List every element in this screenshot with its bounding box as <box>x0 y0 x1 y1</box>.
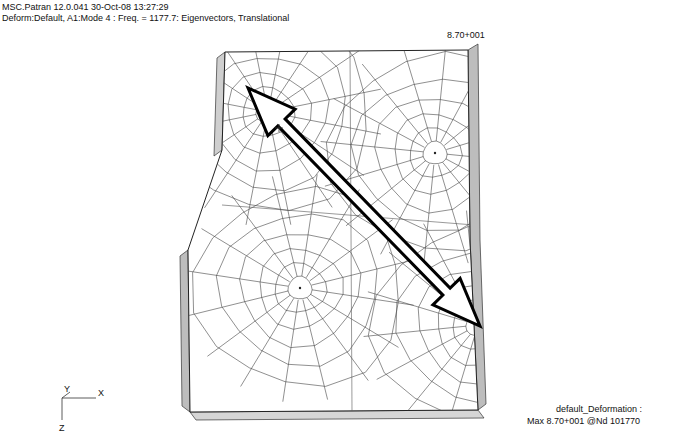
mesh-ring <box>275 263 327 313</box>
fe-mesh <box>155 0 592 436</box>
mesh-spoke <box>188 291 288 316</box>
mesh-line <box>350 50 352 412</box>
mesh-spoke <box>272 176 297 276</box>
mesh-spoke <box>362 64 427 144</box>
mode-arrow <box>248 88 480 326</box>
axis-line <box>62 398 63 420</box>
mesh-spoke <box>246 124 266 225</box>
mesh-center <box>299 287 301 289</box>
mesh-spoke <box>490 329 589 359</box>
mesh-ring <box>375 100 496 214</box>
axis-label: Z <box>59 423 65 434</box>
mesh-spoke <box>172 49 258 106</box>
mesh-ring <box>351 79 512 230</box>
double-arrow <box>248 88 480 326</box>
mesh-spoke <box>377 331 468 380</box>
mesh-ring <box>423 141 447 164</box>
mesh-spoke <box>202 229 290 282</box>
mesh-spoke <box>487 333 567 398</box>
mesh-ring <box>326 51 533 250</box>
axis-line <box>62 398 96 399</box>
mesh-spoke <box>207 295 290 356</box>
mesh-spoke <box>241 298 294 386</box>
mesh-center <box>434 152 436 154</box>
mesh-spoke <box>402 43 432 142</box>
mesh-spoke <box>278 48 363 106</box>
legend-text: default_Deformation : <box>556 404 642 415</box>
mesh-spoke <box>436 39 446 142</box>
mesh-spoke <box>489 271 580 320</box>
axis-label: Y <box>64 384 70 395</box>
mesh-spoke <box>443 162 508 242</box>
mesh-spoke <box>444 80 524 145</box>
plate-outline <box>188 50 478 412</box>
mesh-spoke <box>275 16 332 102</box>
mesh-spoke <box>307 298 368 381</box>
mesh-ring <box>395 114 479 195</box>
mesh-ring <box>368 225 575 423</box>
mesh-spoke <box>445 337 475 436</box>
mesh-ring <box>260 249 343 330</box>
mesh-spoke <box>302 174 317 276</box>
mesh-spoke <box>490 314 593 324</box>
mesh-spoke <box>484 336 533 427</box>
mesh-ring <box>396 252 555 405</box>
header-text: Deform:Default, A1:Mode 4 : Freq. = 1177… <box>2 13 289 24</box>
mesh-spoke <box>447 120 546 150</box>
mesh-spoke <box>173 119 258 177</box>
mesh-spoke <box>486 236 551 316</box>
mesh-spoke <box>321 142 424 152</box>
mesh-spoke <box>479 337 489 436</box>
mesh-ring <box>216 214 377 366</box>
mesh-ring <box>240 235 361 348</box>
mesh-spoke <box>232 195 293 278</box>
mesh-spoke <box>364 326 467 336</box>
header-text: MSC.Patran 12.0.041 30-Oct-08 13:27:29 <box>2 2 169 13</box>
mesh-spoke <box>155 90 256 110</box>
cursor-mark <box>279 124 280 132</box>
mesh-spoke <box>186 271 288 286</box>
mesh-spoke <box>447 154 550 164</box>
max-value: 8.70+001 <box>447 30 485 41</box>
axis-label: X <box>98 388 104 399</box>
mesh-spoke <box>205 122 262 208</box>
mesh-spoke <box>312 290 414 305</box>
mesh-spoke <box>303 300 328 400</box>
mesh-spoke <box>283 300 298 402</box>
mesh-spoke <box>482 215 512 314</box>
mesh-ring <box>410 128 462 177</box>
mesh-spoke <box>439 165 469 264</box>
mesh-ring <box>288 276 312 299</box>
mesh-spoke <box>424 165 434 268</box>
mesh-spoke <box>310 294 398 347</box>
mesh-spoke <box>280 89 381 109</box>
legend-text: Max 8.70+001 @Nd 101770 <box>527 416 640 427</box>
mesh-spoke <box>312 260 412 285</box>
mesh-spoke <box>155 114 256 134</box>
mesh-line <box>222 205 474 225</box>
